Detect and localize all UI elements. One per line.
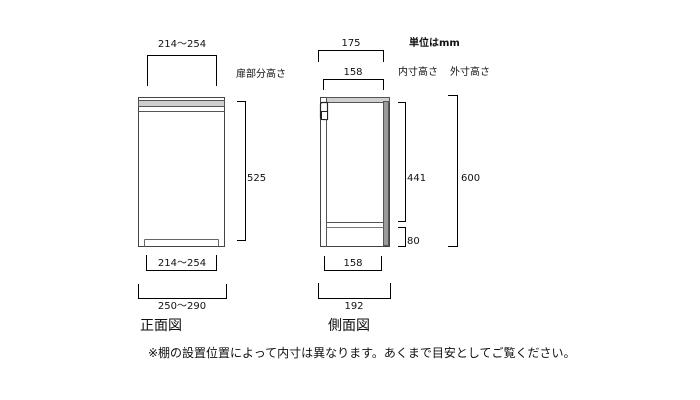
side-bottom-inner-depth-label: 158	[343, 258, 363, 269]
front-inner-width-bracket	[146, 255, 217, 271]
front-door-height-bracket	[237, 101, 246, 241]
side-top-depth-label: 175	[341, 38, 361, 49]
inner-height-caption: 内寸高さ	[398, 67, 438, 78]
front-top-width-label: 214〜254	[157, 39, 207, 50]
front-outer-width-bracket	[138, 284, 227, 299]
side-door-hinge	[319, 101, 329, 121]
side-cabinet-outline	[320, 97, 390, 247]
side-base-height-value: 80	[407, 236, 420, 247]
side-hinge-block	[321, 111, 328, 120]
side-outer-height-value: 600	[461, 173, 481, 184]
door-height-value: 525	[247, 173, 267, 184]
footnote: ※棚の設置位置によって内寸は異なります。あくまで目安としてご覧ください。	[148, 346, 576, 360]
side-back-panel	[383, 101, 389, 246]
outer-height-caption: 外寸高さ	[450, 67, 490, 78]
side-view-cabinet	[319, 97, 390, 247]
unit-label: 単位はmm	[409, 38, 460, 49]
front-top-band	[138, 100, 225, 107]
front-cabinet-outline	[138, 97, 225, 247]
front-top-width-bracket	[147, 55, 217, 86]
side-top-panel	[326, 97, 390, 103]
side-inner-top-depth-bracket	[323, 79, 384, 90]
door-height-caption: 扉部分高さ	[236, 69, 286, 80]
side-inner-height-bracket	[398, 102, 406, 222]
front-view-cabinet	[138, 97, 225, 247]
front-outer-width-label: 250〜290	[157, 301, 207, 312]
side-base-height-bracket	[398, 227, 406, 247]
side-bottom-inner-depth-bracket	[324, 256, 382, 271]
front-inner-width-label: 214〜254	[157, 258, 207, 269]
side-bottom-outer-depth-label: 192	[344, 301, 364, 312]
side-outer-height-bracket	[448, 95, 458, 247]
front-view-title: 正面図	[140, 318, 182, 334]
side-top-depth-bracket	[318, 50, 384, 62]
side-view-title: 側面図	[328, 318, 370, 334]
side-inner-top-depth-label: 158	[343, 67, 363, 78]
side-inner-height-value: 441	[407, 173, 427, 184]
side-bottom-outer-depth-bracket	[318, 283, 391, 299]
